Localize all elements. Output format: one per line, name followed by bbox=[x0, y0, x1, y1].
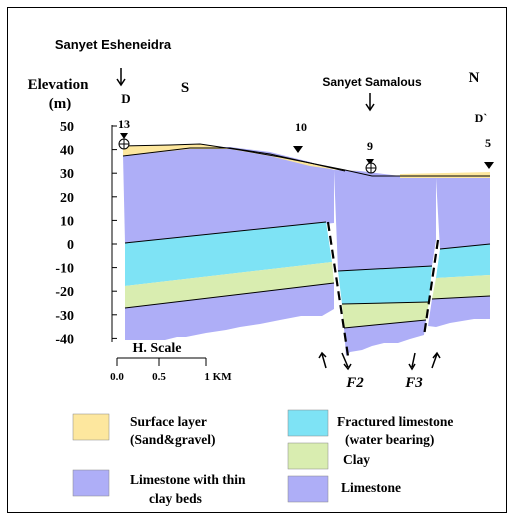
y-axis-tick-labels: 50 40 30 20 10 0 -10 -20 -30 -40 bbox=[55, 120, 74, 347]
legend-limestone-thin-line1: Limestone with thin bbox=[130, 472, 246, 487]
y-tick-label: -10 bbox=[55, 262, 74, 277]
legend-fractured-line2: (water bearing) bbox=[345, 432, 434, 447]
legend-surface-line2: (Sand&gravel) bbox=[130, 432, 216, 447]
y-tick-label: 20 bbox=[60, 191, 74, 206]
y-axis-ticks bbox=[112, 125, 117, 339]
scale-tick-half: 0.5 bbox=[152, 371, 166, 383]
y-tick-label: -40 bbox=[55, 332, 74, 347]
legend-limestone-thin-line2: clay beds bbox=[149, 491, 202, 506]
scale-bar bbox=[116, 357, 207, 366]
right-block-limestone bbox=[428, 296, 490, 327]
right-block-surface-layer bbox=[400, 172, 490, 178]
well-label-10: 10 bbox=[295, 120, 307, 134]
figure-frame bbox=[7, 7, 507, 513]
well-left-name: Sanyet Esheneidra bbox=[55, 37, 172, 52]
right-block-fractured-limestone bbox=[436, 244, 490, 278]
well-10-triangle-icon bbox=[293, 146, 303, 153]
scale-tick-0: 0.0 bbox=[110, 371, 124, 383]
legend-surface-line1: Surface layer bbox=[130, 414, 207, 429]
left-block-clay bbox=[125, 262, 334, 308]
legend-swatch-fractured bbox=[287, 409, 329, 437]
f3-arrow-down-icon bbox=[408, 352, 416, 371]
legend-swatch-limestone bbox=[287, 475, 329, 503]
direction-right-label: N bbox=[469, 70, 480, 86]
section-start-label: D bbox=[121, 91, 130, 106]
right-block-clay bbox=[432, 275, 490, 299]
layer-boundaries bbox=[122, 143, 491, 329]
well-right-name: Sanyet Samalous bbox=[322, 75, 422, 89]
fault-line-f3 bbox=[422, 239, 440, 337]
f3-arrow-up-icon bbox=[431, 351, 441, 369]
well-13-circle-icon bbox=[118, 138, 130, 150]
left-block-limestone-bottom bbox=[125, 283, 334, 340]
fault-label-f2: F2 bbox=[345, 375, 364, 391]
middle-block-fractured-limestone bbox=[338, 266, 432, 304]
legend-swatch-surface bbox=[72, 413, 110, 441]
middle-block-limestone bbox=[344, 320, 426, 356]
y-tick-label: -20 bbox=[55, 285, 74, 300]
right-block-limestone-thin-beds bbox=[436, 178, 490, 249]
well-right-arrow-icon bbox=[365, 93, 375, 112]
y-tick-label: 30 bbox=[60, 167, 74, 182]
y-tick-label: 40 bbox=[60, 144, 74, 159]
y-tick-label: 10 bbox=[60, 214, 74, 229]
direction-left-label: S bbox=[181, 80, 189, 96]
well-9-triangle-icon bbox=[366, 159, 374, 165]
well-label-13: 13 bbox=[118, 117, 130, 131]
left-block-limestone-thin-beds bbox=[123, 147, 334, 243]
fault-label-f3: F3 bbox=[404, 375, 423, 391]
well-label-9: 9 bbox=[367, 139, 373, 153]
scale-title: H. Scale bbox=[133, 341, 182, 356]
axis-title-line2: (m) bbox=[49, 96, 72, 112]
middle-block-limestone-thin-beds bbox=[334, 170, 436, 271]
scale-tick-1km: 1 KM bbox=[204, 371, 232, 383]
axis-title-line1: Elevation bbox=[28, 77, 89, 93]
y-tick-label: 50 bbox=[60, 120, 74, 135]
legend-swatch-clay bbox=[287, 442, 329, 470]
legend-clay-label: Clay bbox=[343, 452, 370, 467]
section-end-label: D` bbox=[475, 111, 488, 125]
well-13-triangle-icon bbox=[120, 133, 128, 139]
f2-arrow-up-icon bbox=[318, 351, 327, 369]
legend-limestone-label: Limestone bbox=[341, 480, 401, 495]
well-label-5: 5 bbox=[485, 136, 491, 150]
f2-arrow-down-icon bbox=[341, 352, 352, 371]
fault-lines bbox=[326, 221, 440, 357]
y-tick-label: -30 bbox=[55, 309, 74, 324]
well-5-triangle-icon bbox=[484, 162, 494, 169]
well-left-arrow-icon bbox=[116, 68, 126, 87]
fault-line-f2 bbox=[326, 221, 350, 357]
fault-arrows bbox=[318, 351, 441, 371]
legend-fractured-line1: Fractured limestone bbox=[337, 414, 453, 429]
legend-swatch-limestone-thin bbox=[72, 469, 110, 497]
well-9-circle-icon bbox=[365, 162, 377, 174]
y-tick-label: 0 bbox=[67, 238, 74, 253]
